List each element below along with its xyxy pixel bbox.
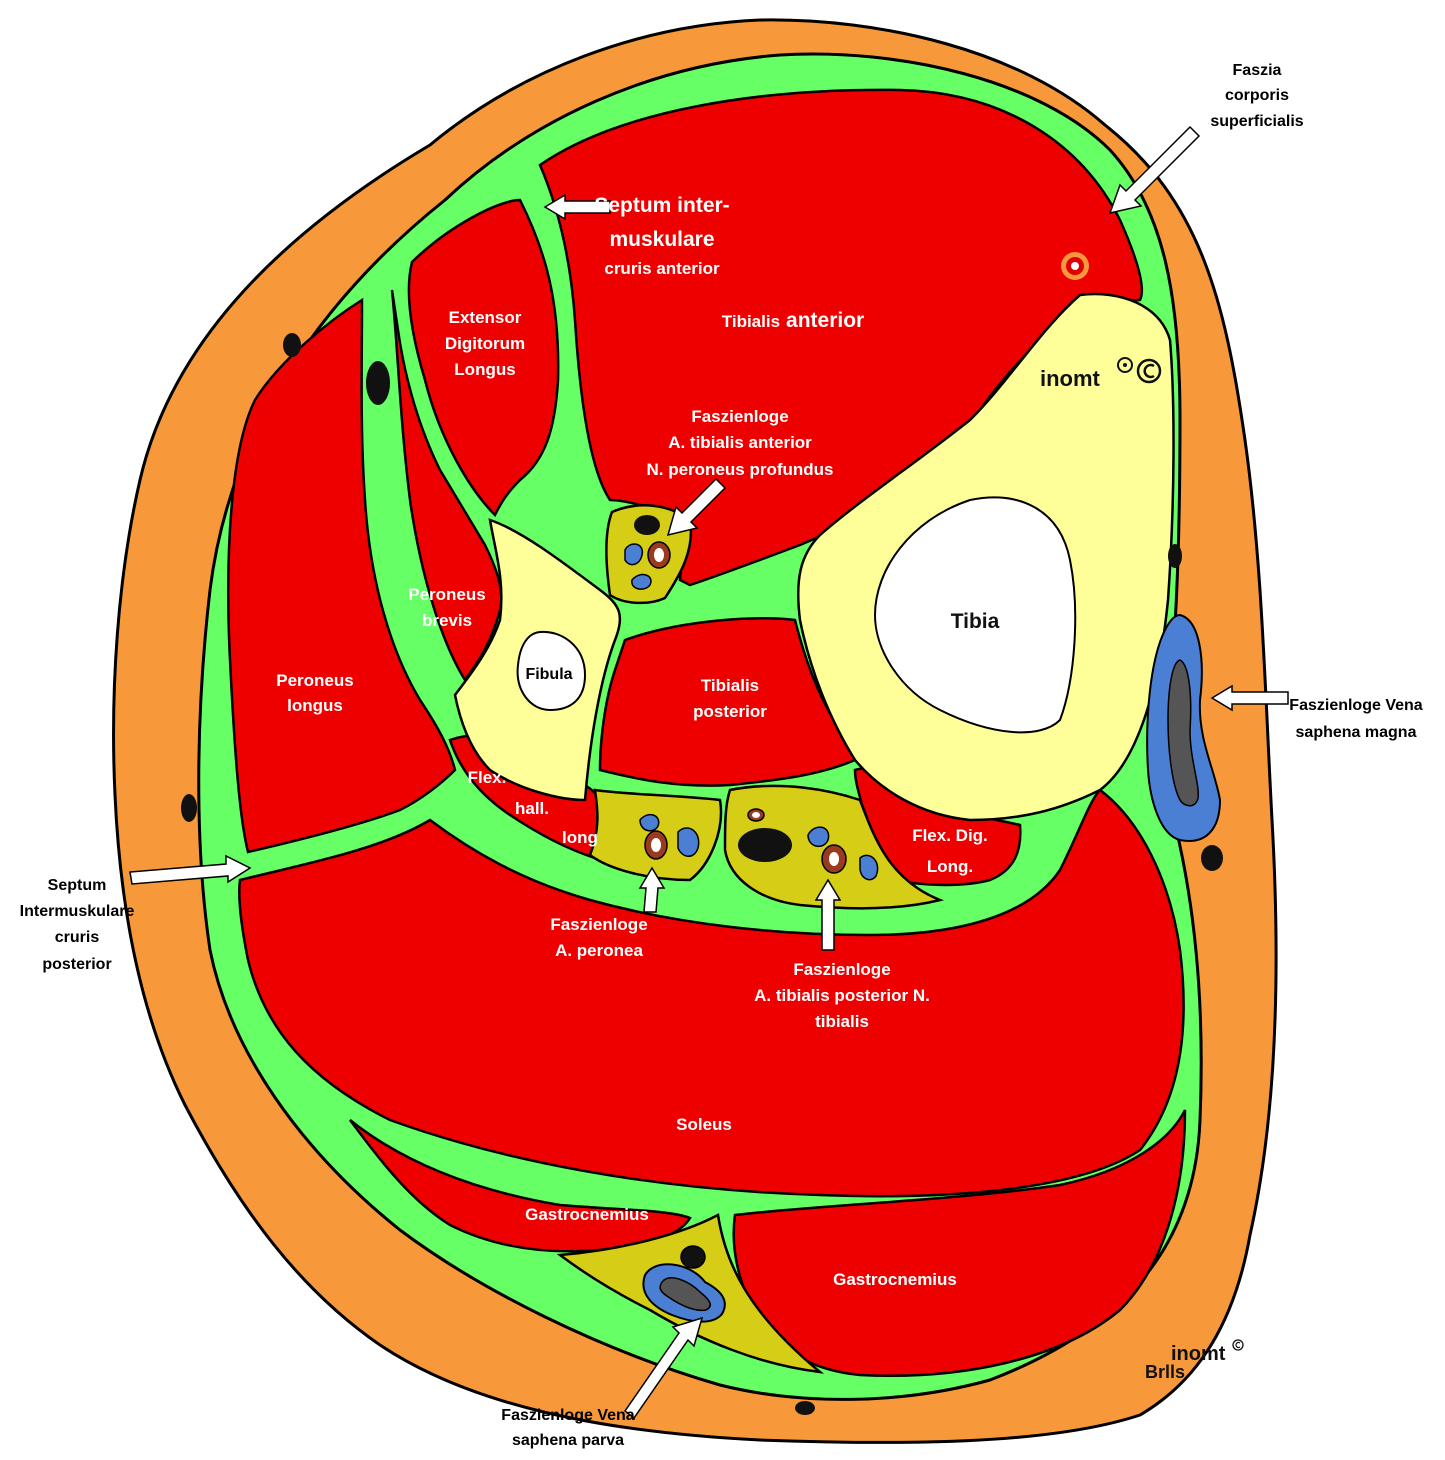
- label-fdl-1: Flex. Dig.: [912, 826, 988, 845]
- label-vsm-2: saphena magna: [1296, 724, 1417, 741]
- nerve-suralis: [681, 1246, 705, 1268]
- label-tibia: Tibia: [951, 610, 1000, 633]
- label-fascia-superficialis-2: corporis: [1225, 87, 1289, 104]
- label-septum-anterior-1: Septum inter-: [594, 194, 729, 217]
- artery-tibialis-posterior-lumen: [829, 852, 839, 866]
- label-loge-tibialis-posterior-3: tibialis: [815, 1012, 869, 1031]
- label-septum-posterior-1: Septum: [48, 877, 107, 894]
- logo-copyright-c: [1236, 1342, 1240, 1347]
- label-loge-tibialis-posterior-1: Faszienloge: [793, 960, 890, 979]
- nerve-subcutaneous-5: [795, 1401, 815, 1415]
- watermark-bone-registered-dot: [1123, 363, 1127, 367]
- vein-tibialis-anterior-2: [632, 575, 651, 590]
- label-peroneus-longus-1: Peroneus: [276, 671, 353, 690]
- label-loge-peronea-1: Faszienloge: [550, 915, 647, 934]
- nerve-septal: [366, 361, 390, 405]
- nerve-subcutaneous-1: [283, 333, 301, 357]
- artery-small-1-lumen: [752, 812, 760, 818]
- label-loge-tibialis-posterior-2: A. tibialis posterior N.: [754, 986, 930, 1005]
- nerve-peroneus-profundus: [634, 515, 660, 535]
- label-gastrocnemius-left: Gastrocnemius: [525, 1205, 649, 1224]
- marker-ring-center: [1071, 262, 1079, 270]
- label-peroneus-brevis-1: Peroneus: [408, 585, 485, 604]
- label-fascia-superficialis-1: Faszia: [1233, 62, 1282, 79]
- label-septum-posterior-4: posterior: [42, 956, 111, 973]
- vein-peronea-2: [678, 828, 699, 856]
- logo-bottom: Brlls: [1145, 1362, 1185, 1382]
- label-loge-peronea-2: A. peronea: [555, 941, 643, 960]
- label-tibialis-posterior-1: Tibialis: [701, 676, 759, 695]
- label-vsm-1: Faszienloge Vena: [1289, 697, 1422, 714]
- vein-tibialis-posterior-2: [860, 855, 878, 879]
- label-peroneus-longus-2: longus: [287, 696, 343, 715]
- label-fhl-3: long: [562, 828, 598, 847]
- label-fhl-1: Flex.: [468, 768, 507, 787]
- label-tibialis-posterior-2: posterior: [693, 702, 767, 721]
- label-septum-posterior-3: cruris: [55, 929, 100, 946]
- label-edl-3: Longus: [454, 360, 515, 379]
- label-loge-anterior-3: N. peroneus profundus: [647, 460, 834, 479]
- label-edl-1: Extensor: [449, 308, 522, 327]
- label-fdl-2: Long.: [927, 857, 973, 876]
- label-soleus: Soleus: [676, 1115, 732, 1134]
- vein-tibialis-anterior-1: [625, 544, 642, 565]
- nerve-subcutaneous-3: [1168, 544, 1182, 568]
- label-septum-anterior-2: muskulare: [609, 228, 714, 251]
- label-gastrocnemius-right: Gastrocnemius: [833, 1270, 957, 1289]
- label-fascia-superficialis-3: superficialis: [1210, 113, 1303, 130]
- label-loge-anterior-2: A. tibialis anterior: [668, 433, 812, 452]
- label-vsp-2: saphena parva: [512, 1432, 624, 1449]
- label-loge-anterior-1: Faszienloge: [691, 407, 788, 426]
- nerve-subcutaneous-4: [1201, 845, 1223, 871]
- vein-tibialis-posterior-1: [808, 827, 829, 846]
- label-vsp-1: Faszienloge Vena: [501, 1407, 634, 1424]
- nerve-tibialis: [738, 828, 792, 862]
- label-septum-posterior-2: Intermuskulare: [20, 903, 135, 920]
- label-peroneus-brevis-2: brevis: [422, 611, 472, 630]
- artery-tibialis-anterior-lumen: [654, 548, 664, 562]
- vein-peronea-1: [640, 815, 659, 831]
- watermark-bone: inomt: [1040, 366, 1101, 391]
- artery-peronea-lumen: [651, 838, 661, 852]
- label-edl-2: Digitorum: [445, 334, 525, 353]
- label-septum-anterior-3: cruris anterior: [604, 259, 720, 278]
- logo-copyright-icon: [1233, 1340, 1243, 1350]
- label-fhl-2: hall.: [515, 799, 549, 818]
- nerve-subcutaneous-2: [181, 794, 197, 822]
- label-fibula: Fibula: [525, 666, 572, 683]
